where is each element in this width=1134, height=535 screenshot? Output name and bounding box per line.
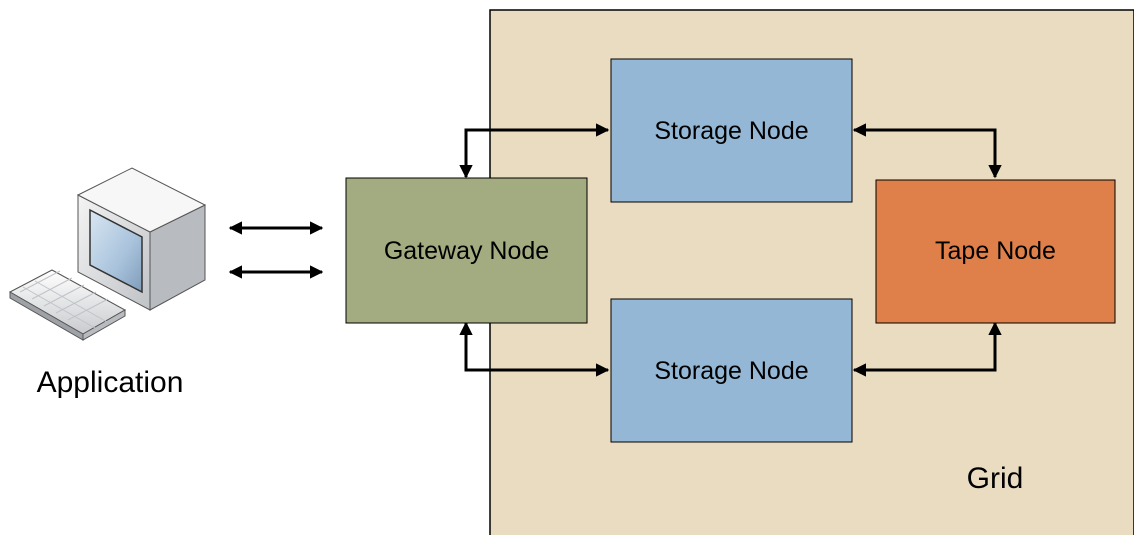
storage-node-top: Storage Node xyxy=(610,58,853,203)
gateway-storage-bottom-connector xyxy=(459,321,610,377)
storage-node-bottom-label: Storage Node xyxy=(654,357,808,385)
application-label: Application xyxy=(37,366,184,399)
storage-top-tape-connector xyxy=(852,123,1002,179)
desktop-computer-icon xyxy=(8,167,207,341)
grid-label: Grid xyxy=(967,462,1024,495)
gateway-node-label: Gateway Node xyxy=(384,237,549,265)
storage-node-top-box xyxy=(610,58,853,203)
tape-node-box xyxy=(875,179,1116,324)
storage-bottom-tape-connector xyxy=(852,321,1002,377)
storage-node-bottom: Storage Node xyxy=(610,298,853,443)
tape-node: Tape Node xyxy=(875,179,1116,324)
gateway-storage-top-connector xyxy=(459,123,610,179)
gateway-node-box xyxy=(345,177,588,324)
gateway-node: Gateway Node xyxy=(345,177,588,324)
storage-node-bottom-box xyxy=(610,298,853,443)
storage-node-top-label: Storage Node xyxy=(654,117,808,145)
tape-node-label: Tape Node xyxy=(935,237,1056,265)
